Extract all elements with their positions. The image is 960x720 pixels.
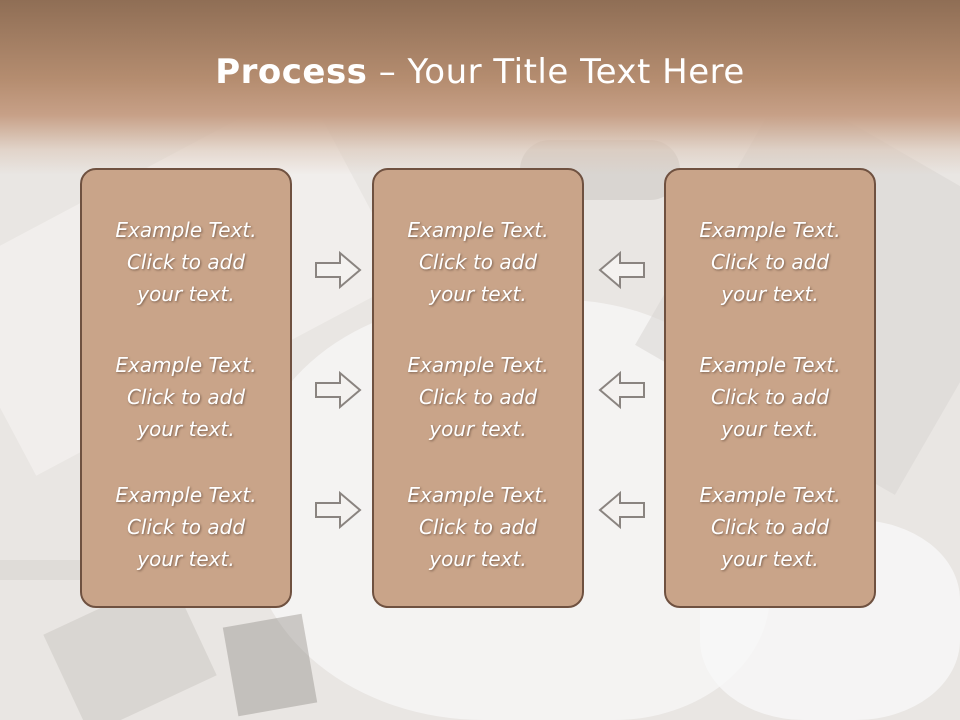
text-line: your text. [137, 547, 235, 571]
text-line: your text. [721, 417, 819, 441]
text-line: your text. [137, 417, 235, 441]
text-block[interactable]: Example Text. Click to add your text. [82, 349, 290, 445]
text-block[interactable]: Example Text. Click to add your text. [666, 479, 874, 575]
arrow-left-icon[interactable] [598, 370, 646, 410]
title-bold: Process [215, 52, 368, 92]
process-box-right[interactable]: Example Text. Click to add your text. Ex… [664, 168, 876, 608]
text-line: Click to add [418, 515, 538, 539]
text-line: Click to add [126, 515, 246, 539]
text-line: Click to add [126, 385, 246, 409]
text-line: Example Text. [115, 218, 257, 242]
slide-title[interactable]: Process – Your Title Text Here [0, 52, 960, 92]
text-line: Example Text. [699, 353, 841, 377]
text-line: your text. [429, 417, 527, 441]
title-band [0, 0, 960, 175]
text-block[interactable]: Example Text. Click to add your text. [374, 349, 582, 445]
text-block[interactable]: Example Text. Click to add your text. [666, 214, 874, 310]
text-line: Click to add [418, 250, 538, 274]
arrow-left-icon[interactable] [598, 250, 646, 290]
arrow-left-icon[interactable] [598, 490, 646, 530]
text-line: Click to add [710, 250, 830, 274]
arrow-right-icon[interactable] [314, 490, 362, 530]
text-line: your text. [429, 282, 527, 306]
text-block[interactable]: Example Text. Click to add your text. [82, 214, 290, 310]
text-line: Example Text. [115, 483, 257, 507]
text-line: your text. [429, 547, 527, 571]
background-photo-shape [222, 613, 318, 717]
text-line: your text. [721, 282, 819, 306]
text-line: Example Text. [407, 218, 549, 242]
text-line: Example Text. [115, 353, 257, 377]
text-line: Example Text. [699, 218, 841, 242]
text-block[interactable]: Example Text. Click to add your text. [374, 214, 582, 310]
text-line: Click to add [710, 515, 830, 539]
text-line: Example Text. [407, 483, 549, 507]
text-line: Click to add [710, 385, 830, 409]
text-line: Example Text. [699, 483, 841, 507]
text-line: your text. [137, 282, 235, 306]
text-line: Click to add [126, 250, 246, 274]
text-line: Click to add [418, 385, 538, 409]
process-box-center[interactable]: Example Text. Click to add your text. Ex… [372, 168, 584, 608]
text-block[interactable]: Example Text. Click to add your text. [82, 479, 290, 575]
arrow-right-icon[interactable] [314, 250, 362, 290]
text-block[interactable]: Example Text. Click to add your text. [374, 479, 582, 575]
arrow-right-icon[interactable] [314, 370, 362, 410]
text-block[interactable]: Example Text. Click to add your text. [666, 349, 874, 445]
title-rest: – Your Title Text Here [367, 52, 745, 92]
text-line: Example Text. [407, 353, 549, 377]
process-box-left[interactable]: Example Text. Click to add your text. Ex… [80, 168, 292, 608]
text-line: your text. [721, 547, 819, 571]
